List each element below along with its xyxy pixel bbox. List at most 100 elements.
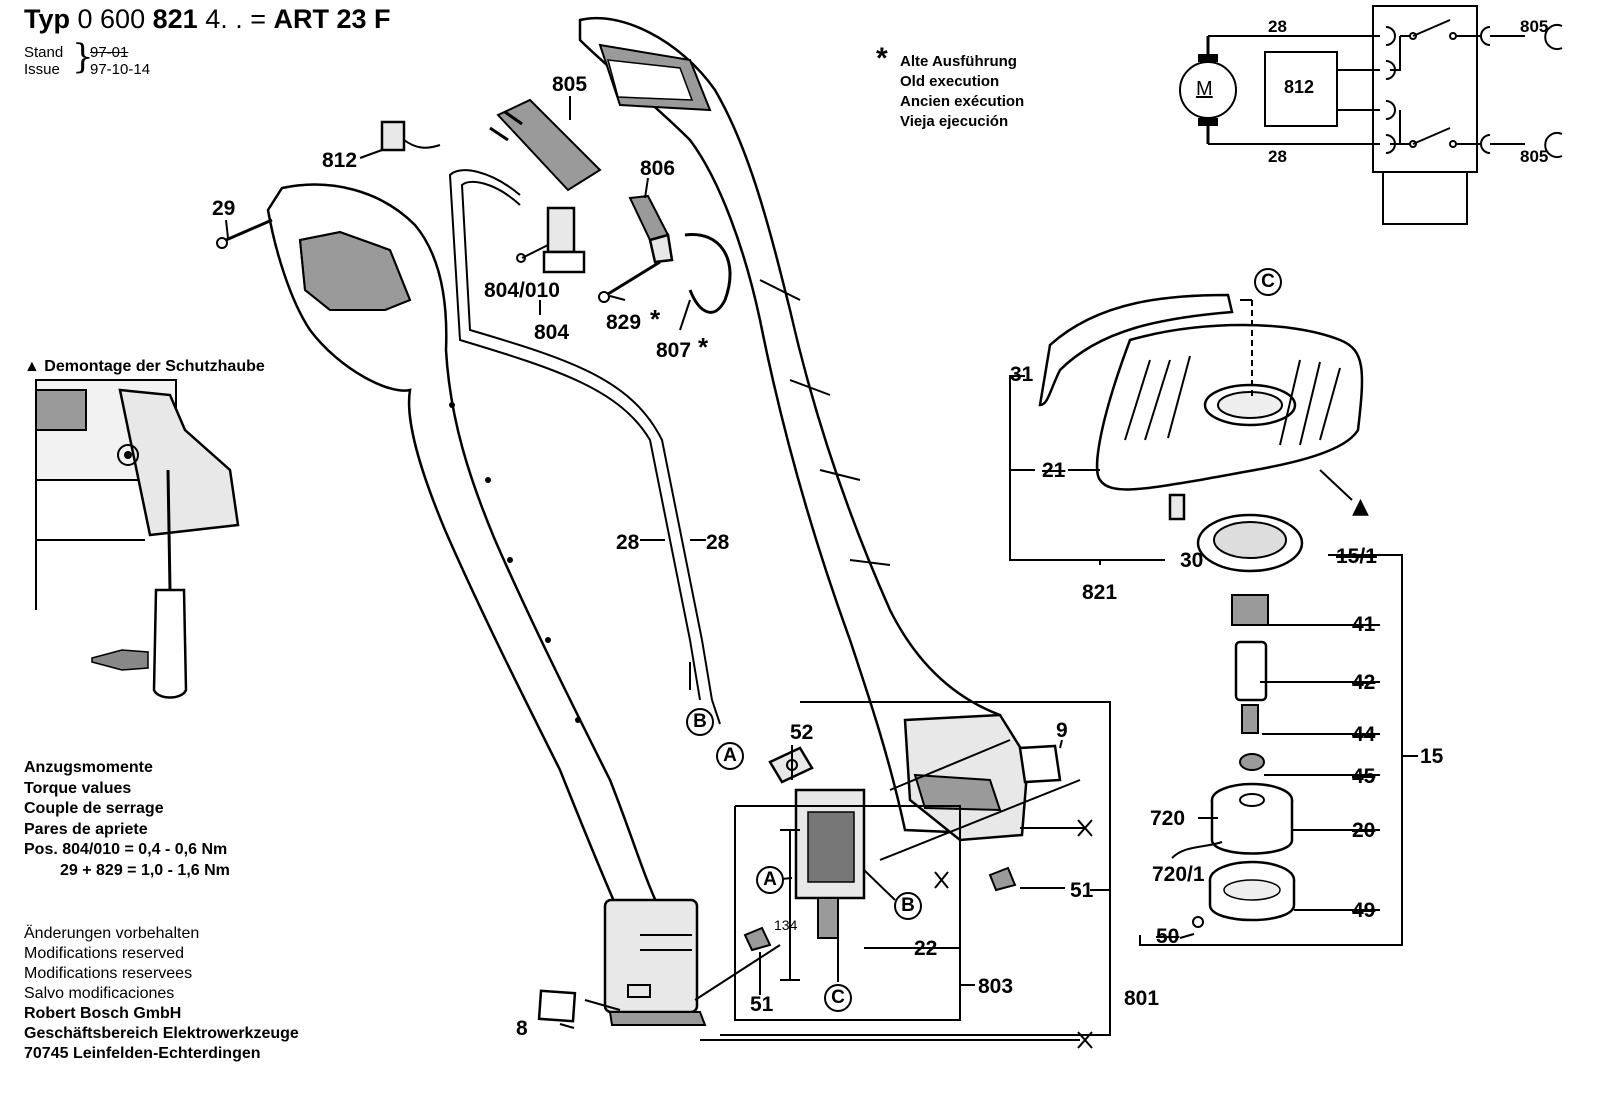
part-label-21: 21 — [1042, 459, 1066, 482]
triangle-icon: ▲ — [24, 358, 40, 375]
part-8-drawing — [537, 989, 577, 1023]
part-label-45: 45 — [1352, 765, 1376, 788]
part-label-22: 22 — [914, 937, 938, 960]
part-label-8: 8 — [516, 1017, 528, 1040]
callout-b-cable: B — [686, 708, 714, 736]
part-label-720: 720 — [1150, 807, 1186, 830]
part-label-804: 804 — [534, 321, 570, 344]
company-address: 70745 Leinfelden-Echterdingen — [24, 1045, 261, 1062]
issue-label: Issue — [24, 61, 60, 78]
part-label-15-1: 15/1 — [1336, 545, 1377, 568]
part-label-41: 41 — [1352, 613, 1376, 636]
part-label-720-1: 720/1 — [1152, 863, 1205, 886]
leader-lines — [225, 96, 1418, 1041]
part-label-821: 821 — [1082, 581, 1118, 604]
company-name: Robert Bosch GmbH — [24, 1005, 182, 1022]
part-label-804-010: 804/010 — [484, 279, 560, 302]
screw-29-drawing — [216, 218, 273, 249]
callout-c-guard: C — [1254, 268, 1282, 296]
plug-805-drawing — [489, 98, 602, 192]
legend-line-es: Vieja ejecución — [900, 113, 1009, 130]
part-label-51-left: 51 — [750, 993, 774, 1016]
type-prefix: Typ — [24, 4, 70, 34]
part-label-15: 15 — [1420, 745, 1444, 768]
legend-star-icon: * — [876, 42, 888, 75]
star-807-icon: * — [698, 332, 709, 362]
legend-old-execution: Alte Ausführung Old execution Ancien exé… — [900, 52, 1024, 132]
type-header: Typ 0 600 821 4. . = ART 23 F — [24, 6, 391, 33]
stand-issue-block: Stand Issue — [24, 44, 63, 78]
cross-marks — [934, 819, 1093, 1049]
demontage-detail-drawing — [35, 379, 240, 699]
demontage-text: Demontage der Schutzhaube — [44, 358, 265, 375]
part-label-829: 829 — [606, 311, 642, 334]
torque-block: Anzugsmomente Torque values Couple de se… — [24, 758, 230, 881]
motor-803-drawing — [743, 746, 1017, 952]
type-number-light: 0 600 — [77, 4, 146, 34]
triangle-guard-icon: ▲ — [1352, 494, 1369, 519]
part-812-drawing — [380, 120, 441, 152]
schematic-812-label: 812 — [1284, 77, 1315, 97]
torque-line-es: Pares de apriete — [24, 820, 148, 838]
cable-807-drawing — [684, 232, 732, 314]
stand-label: Stand — [24, 44, 64, 61]
legend-line-fr: Ancien exécution — [900, 93, 1025, 110]
torque-row-804-010: Pos. 804/010 = 0,4 - 0,6 Nm — [24, 841, 228, 858]
type-number-bold: 821 — [152, 4, 198, 34]
cable-28 — [448, 169, 713, 701]
wiring-schematic — [1179, 5, 1563, 225]
spool-stack-drawing — [1168, 493, 1304, 928]
guard-21-drawing — [1038, 293, 1364, 491]
company-division: Geschäftsbereich Elektrowerkzeuge — [24, 1025, 299, 1042]
part-label-805: 805 — [552, 73, 588, 96]
issue-value: 97-10-14 — [90, 61, 151, 78]
schematic-805-top: 805 — [1520, 17, 1549, 36]
part-label-20: 20 — [1352, 819, 1376, 842]
footer-line-de: Änderungen vorbehalten — [24, 925, 200, 942]
part-label-806: 806 — [640, 157, 676, 180]
callout-a-motor: A — [756, 866, 784, 894]
part-9-drawing — [1018, 744, 1062, 784]
part-label-807: 807 — [656, 339, 692, 362]
callout-a-cable: A — [716, 742, 744, 770]
model-name: ART 23 F — [273, 4, 391, 34]
schematic-plug-outline — [1382, 171, 1468, 225]
schematic-28-top: 28 — [1268, 17, 1287, 36]
torque-row-29-829: 29 + 829 = 1,0 - 1,6 Nm — [60, 861, 230, 879]
torque-line-en: Torque values — [24, 779, 132, 797]
schematic-805-bottom: 805 — [1520, 147, 1549, 166]
legend-line-de: Alte Ausführung — [900, 53, 1017, 70]
motor-label: M — [1196, 78, 1213, 100]
footer-line-en: Modifications reserved — [24, 945, 185, 962]
part-label-28-left: 28 — [616, 531, 640, 554]
torque-line-de: Anzugsmomente — [24, 759, 153, 776]
part-label-44: 44 — [1352, 723, 1376, 746]
part-label-42: 42 — [1352, 671, 1376, 694]
part-label-49: 49 — [1352, 899, 1376, 922]
part-label-803: 803 — [978, 975, 1014, 998]
component-812-box — [1264, 51, 1338, 127]
housing-shell — [578, 16, 1030, 842]
star-829-icon: * — [650, 304, 661, 334]
stand-issue-values: 97-01 97-10-14 — [90, 44, 150, 78]
part-label-51-right: 51 — [1070, 879, 1094, 902]
dimension-134: 134 — [774, 917, 798, 933]
torque-line-fr: Couple de serrage — [24, 800, 164, 817]
part-label-30: 30 — [1180, 549, 1204, 572]
callout-c-motor: C — [824, 984, 852, 1012]
part-label-812: 812 — [322, 149, 358, 172]
sleeve-806-drawing — [628, 194, 674, 264]
handle-assembly — [266, 183, 707, 1026]
stand-value: 97-01 — [90, 44, 129, 61]
part-label-9: 9 — [1056, 719, 1068, 742]
brace-icon: } — [72, 37, 94, 77]
part-label-31: 31 — [1010, 363, 1034, 386]
part-label-50: 50 — [1156, 925, 1180, 948]
footer-line-fr: Modifications reservees — [24, 965, 193, 982]
screw-829-drawing — [598, 260, 661, 303]
switch-804-drawing — [516, 206, 586, 274]
demontage-title: ▲ Demontage der Schutzhaube — [24, 356, 265, 377]
footer-block: Änderungen vorbehalten Modifications res… — [24, 924, 299, 1064]
type-suffix: 4. . = — [205, 4, 266, 34]
